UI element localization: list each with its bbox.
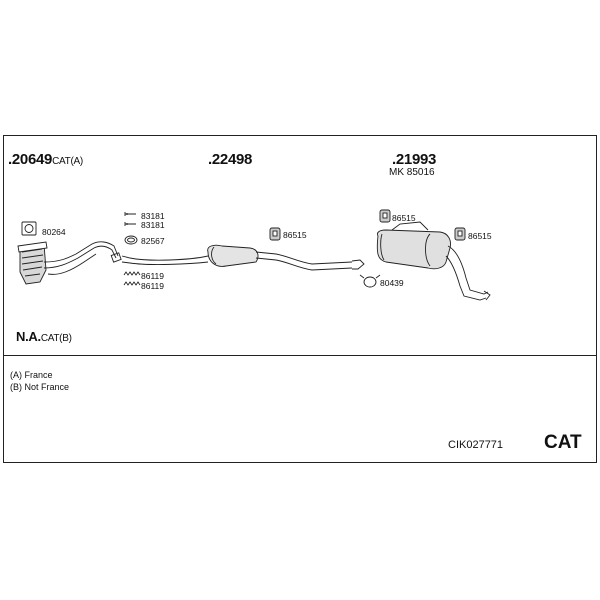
catalytic-converter-icon <box>17 241 122 285</box>
part-80264-label: 80264 <box>42 227 66 237</box>
mounting-kit-label: MK 85016 <box>389 167 435 178</box>
rubber-hanger-icon <box>379 209 391 223</box>
part-83181-b-label: 83181 <box>141 220 165 230</box>
part-86515-mid-label: 86515 <box>283 230 307 240</box>
group-21993-label: .21993 <box>392 151 437 168</box>
gasket-80264-icon <box>21 221 37 236</box>
middle-silencer-icon <box>121 244 365 271</box>
part-83181-a-label: 83181 <box>141 211 165 221</box>
part-80439-label: 80439 <box>380 278 404 288</box>
diagram-code: CIK027771 <box>448 439 504 451</box>
bolt-icon <box>124 212 136 226</box>
sealing-ring-icon <box>124 235 138 245</box>
part-86515-right-label: 86515 <box>468 231 492 241</box>
category-label: CAT <box>544 432 582 453</box>
group-22498-label: .22498 <box>208 151 253 168</box>
note-a: (A) France <box>10 370 53 380</box>
spring-icon <box>123 271 141 286</box>
notes-divider <box>3 355 597 356</box>
rubber-hanger-icon <box>269 227 281 241</box>
part-86119-b-label: 86119 <box>141 281 165 291</box>
part-86119-a-label: 86119 <box>141 271 165 281</box>
note-b: (B) Not France <box>10 382 70 392</box>
part-86515-top-label: 86515 <box>392 213 416 223</box>
part-82567-label: 82567 <box>141 236 165 246</box>
rear-silencer-icon <box>376 221 491 301</box>
variant-nacat-label: N.A.CAT(B) <box>16 329 72 344</box>
group-20649-label: .20649CAT(A) <box>8 151 83 168</box>
diagram-frame <box>3 135 597 463</box>
pipe-clamp-icon <box>359 274 381 288</box>
rubber-hanger-icon <box>454 227 466 241</box>
